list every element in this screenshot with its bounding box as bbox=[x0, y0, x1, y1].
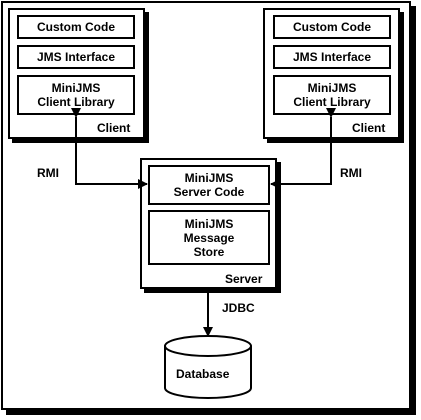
jdbc-label: JDBC bbox=[222, 301, 255, 315]
server-label: Server bbox=[225, 272, 263, 286]
server-code: MiniJMS Server Code bbox=[148, 165, 270, 205]
client-left-jms-interface: JMS Interface bbox=[17, 45, 135, 69]
client-right-label: Client bbox=[352, 121, 386, 135]
message-store: MiniJMS Message Store bbox=[148, 210, 270, 265]
rmi-right-label: RMI bbox=[340, 166, 362, 180]
rmi-left-connector bbox=[71, 108, 148, 189]
database-cylinder bbox=[164, 335, 252, 399]
database-label: Database bbox=[176, 367, 230, 381]
client-right-jms-interface: JMS Interface bbox=[273, 45, 391, 69]
rmi-right-connector bbox=[270, 108, 336, 189]
client-left-custom-code: Custom Code bbox=[17, 15, 135, 39]
client-right-custom-code: Custom Code bbox=[273, 15, 391, 39]
rmi-left-label: RMI bbox=[37, 166, 59, 180]
